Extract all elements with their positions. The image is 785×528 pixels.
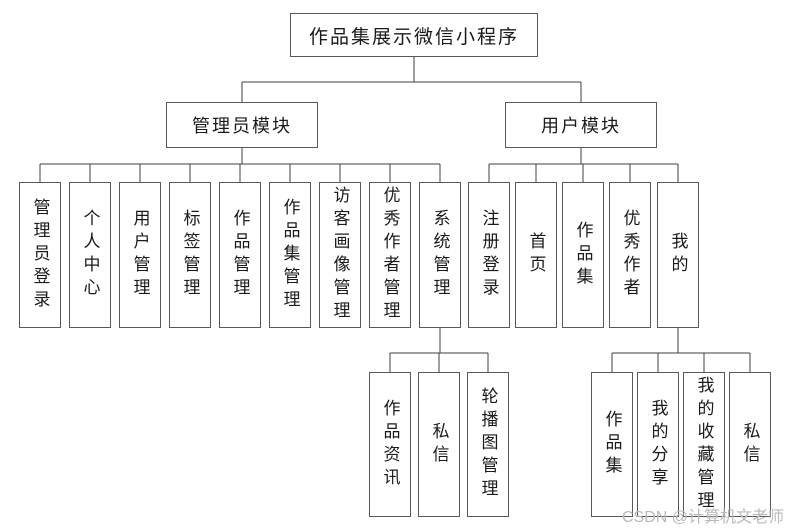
node-visitor-profile-management: 访客画像管理 [319, 182, 361, 328]
node-system-management: 系统管理 [419, 182, 461, 328]
node-my: 我的 [657, 182, 699, 328]
node-excellent-author-management: 优秀作者管理 [369, 182, 411, 328]
node-work-management: 作品管理 [219, 182, 261, 328]
node-my-share: 我的分享 [637, 372, 679, 517]
node-my-private-message: 私信 [729, 372, 771, 517]
node-home-page: 首页 [515, 182, 557, 328]
node-tag-management: 标签管理 [169, 182, 211, 328]
node-root: 作品集展示微信小程序 [290, 13, 538, 57]
node-my-favorite-management: 我的收藏管理 [683, 372, 725, 517]
node-admin-module: 管理员模块 [166, 102, 318, 148]
node-work-news: 作品资讯 [369, 372, 411, 517]
node-my-portfolio: 作品集 [591, 372, 633, 517]
node-admin-login: 管理员登录 [19, 182, 61, 328]
node-portfolio-management: 作品集管理 [269, 182, 311, 328]
node-portfolio: 作品集 [562, 182, 604, 328]
node-register-login: 注册登录 [468, 182, 510, 328]
node-user-module: 用户模块 [505, 102, 657, 148]
node-personal-center: 个人中心 [69, 182, 111, 328]
watermark: CSDN @计算机文老师 [622, 509, 785, 526]
node-carousel-management: 轮播图管理 [467, 372, 509, 517]
node-user-management: 用户管理 [119, 182, 161, 328]
node-private-message: 私信 [418, 372, 460, 517]
node-excellent-author: 优秀作者 [609, 182, 651, 328]
